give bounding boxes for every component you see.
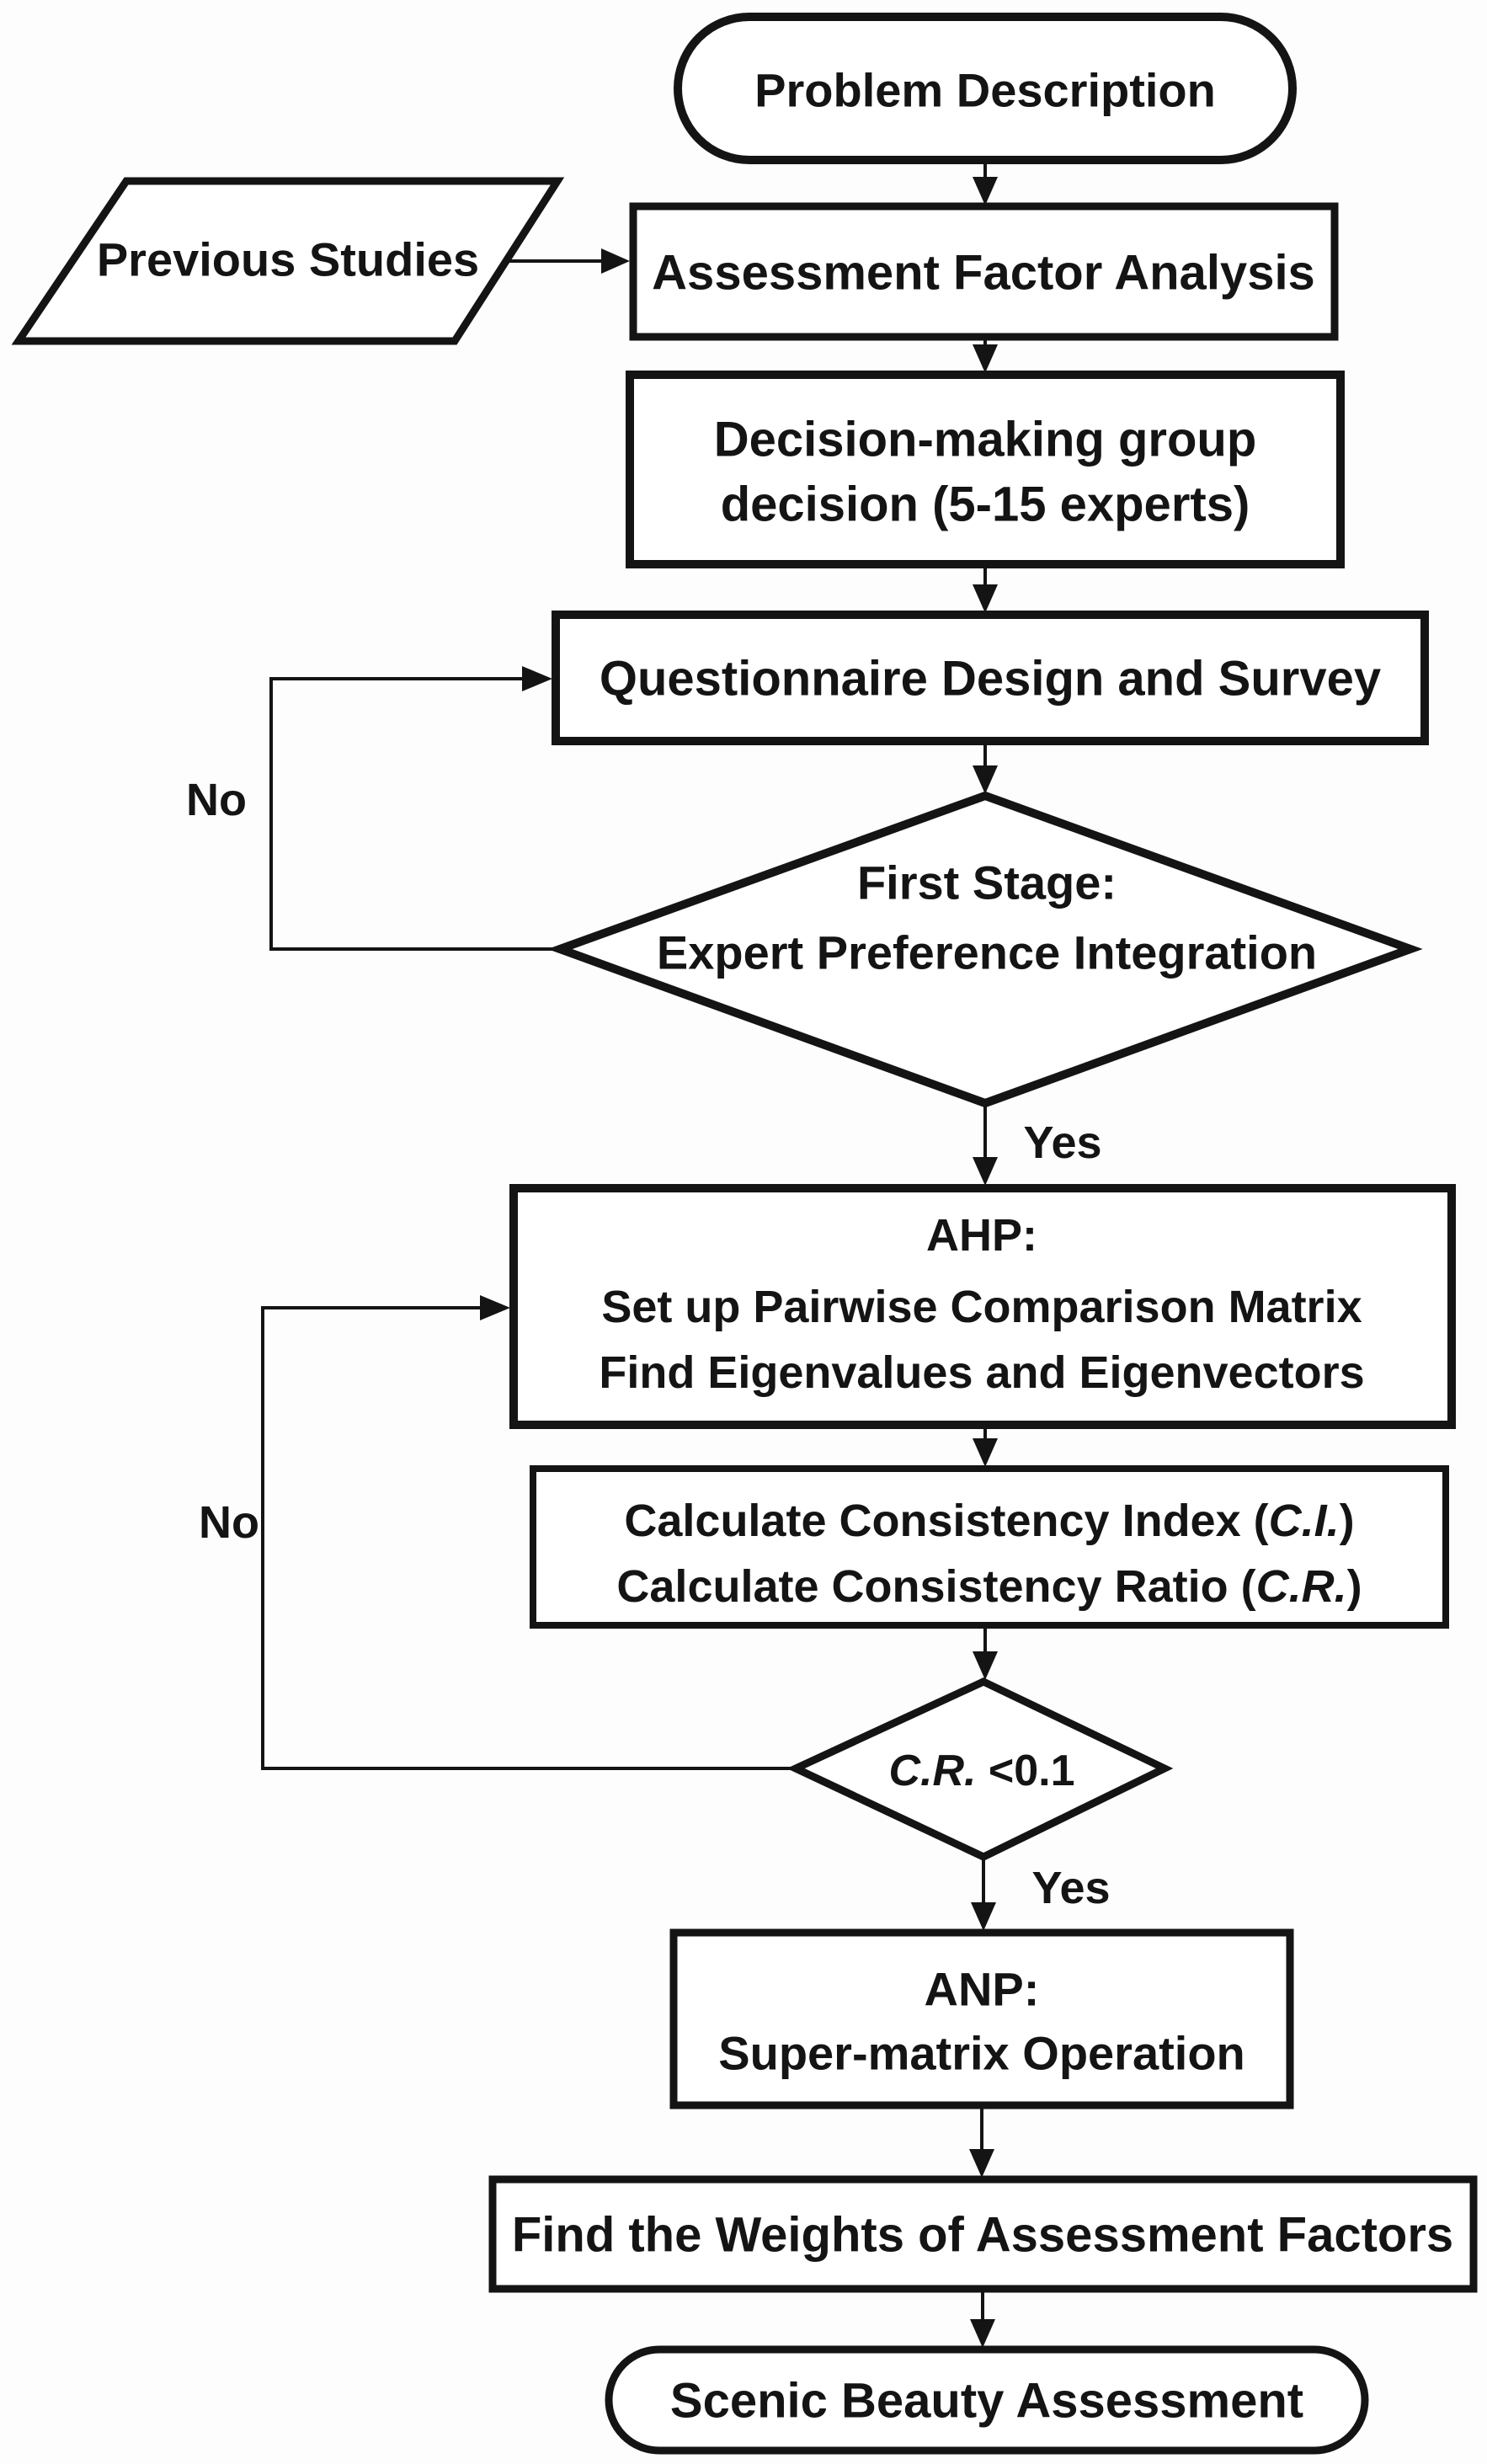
- loop-cr-no-to-ahp: [261, 1295, 796, 1770]
- node-cr-check-decision: [786, 1677, 1174, 1861]
- node-assessment-factor-analysis: [629, 202, 1339, 341]
- arrow-ahp-to-consistency: [973, 1425, 998, 1467]
- arrow-first-stage-yes-to-ahp: [973, 1105, 998, 1186]
- node-questionnaire-design: [552, 611, 1429, 745]
- node-decision-making-group: [626, 371, 1345, 568]
- edge-label-no-first-stage: No: [186, 775, 247, 825]
- loop-first-stage-no-to-questionnaire: [269, 666, 560, 951]
- arrow-previous-to-assessment: [504, 248, 630, 274]
- node-anp-line2: Super-matrix Operation: [718, 2027, 1244, 2080]
- node-assessment-factor-analysis-label: Assessment Factor Analysis: [652, 246, 1315, 301]
- node-anp-line1: ANP:: [925, 1963, 1040, 2016]
- node-cr-check-label: C.R. <0.1: [888, 1747, 1074, 1795]
- node-find-weights-label: Find the Weights of Assessment Factors: [512, 2208, 1453, 2263]
- node-previous-studies-label: Previous Studies: [97, 233, 479, 286]
- edge-label-yes-cr: Yes: [1031, 1863, 1110, 1913]
- edge-label-no-cr: No: [199, 1497, 259, 1548]
- node-first-stage-line1: First Stage:: [857, 856, 1117, 909]
- arrow-problem-to-assessment: [973, 162, 998, 205]
- node-consistency-line2: Calculate Consistency Ratio (C.R.): [616, 1561, 1362, 1612]
- node-first-stage-decision: [547, 791, 1423, 1108]
- node-ahp-line2: Set up Pairwise Comparison Matrix: [601, 1282, 1362, 1332]
- arrow-decision-group-to-questionnaire: [973, 564, 998, 613]
- node-questionnaire-design-label: Questionnaire Design and Survey: [600, 652, 1381, 707]
- arrow-assessment-to-decision-group: [973, 337, 998, 373]
- arrow-weights-to-scenic: [970, 2289, 995, 2348]
- node-ahp: [509, 1184, 1456, 1429]
- node-decision-making-group-line1: Decision-making group: [714, 413, 1257, 467]
- node-consistency-line1: Calculate Consistency Index (C.I.): [624, 1496, 1354, 1546]
- arrow-cr-yes-to-anp: [971, 1857, 996, 1931]
- node-first-stage-line2: Expert Preference Integration: [657, 926, 1317, 979]
- edge-label-yes-first-stage: Yes: [1023, 1117, 1101, 1168]
- arrow-anp-to-weights: [969, 2105, 994, 2178]
- node-ahp-line3: Find Eigenvalues and Eigenvectors: [599, 1347, 1364, 1398]
- node-scenic-beauty: [605, 2345, 1369, 2455]
- node-find-weights: [488, 2175, 1478, 2293]
- node-anp: [669, 1928, 1294, 2109]
- arrow-questionnaire-to-first-stage: [973, 741, 998, 794]
- node-scenic-beauty-label: Scenic Beauty Assessment: [670, 2374, 1303, 2429]
- node-problem-description-label: Problem Description: [754, 64, 1216, 117]
- node-decision-making-group-line2: decision (5-15 experts): [721, 477, 1250, 532]
- node-consistency: [530, 1465, 1449, 1629]
- node-ahp-line1: AHP:: [926, 1210, 1037, 1261]
- arrow-consistency-to-cr-check: [973, 1625, 998, 1680]
- node-problem-description: [674, 13, 1297, 164]
- node-previous-studies: [11, 177, 565, 345]
